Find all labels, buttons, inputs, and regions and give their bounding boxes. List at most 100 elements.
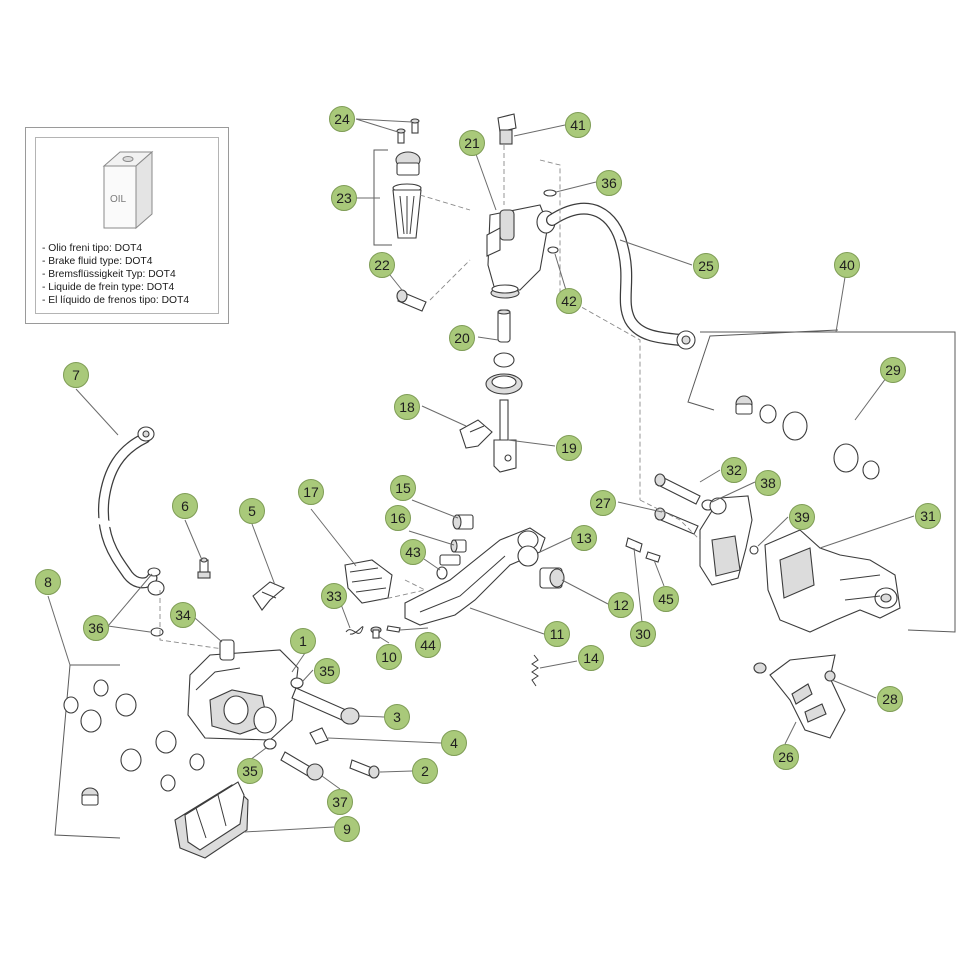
guide-pin-37 xyxy=(280,751,324,781)
oil-can-label: OIL xyxy=(110,194,127,205)
callout-number: 36 xyxy=(88,620,104,636)
callout-badge-26: 26 xyxy=(773,744,799,770)
pedal-tip-17 xyxy=(344,559,393,604)
front-brake-hose-7 xyxy=(93,426,165,596)
callout-number: 8 xyxy=(44,574,52,590)
leader-lines xyxy=(47,118,915,833)
callout-number: 23 xyxy=(336,190,352,206)
callout-badge-19: 19 xyxy=(556,435,582,461)
callout-badge-31: 31 xyxy=(915,503,941,529)
callout-badge-22: 22 xyxy=(369,252,395,278)
reservoir-screws xyxy=(396,118,420,144)
callout-badge-33: 33 xyxy=(321,583,347,609)
callout-number: 42 xyxy=(561,293,577,309)
assembly-line-pin xyxy=(429,259,471,301)
callout-number: 12 xyxy=(613,597,629,613)
callout-badge-11: 11 xyxy=(544,621,570,647)
callout-badge-17: 17 xyxy=(298,479,324,505)
callout-badge-24: 24 xyxy=(329,106,355,132)
callout-badge-12: 12 xyxy=(608,592,634,618)
callout-badge-1: 1 xyxy=(290,628,316,654)
pad-spring-5 xyxy=(252,581,286,611)
callout-badge-40: 40 xyxy=(834,252,860,278)
callout-badge-27: 27 xyxy=(590,490,616,516)
callout-badge-42: 42 xyxy=(556,288,582,314)
callout-badge-32: 32 xyxy=(721,457,747,483)
callout-number: 11 xyxy=(550,626,565,642)
master-cylinder-group xyxy=(373,113,696,500)
info-box-inner-frame: OIL - Olio freni tipo: DOT4 - Brake flui… xyxy=(35,137,219,314)
bolt-32 xyxy=(654,473,701,505)
clip-45 xyxy=(645,551,661,563)
callout-number: 31 xyxy=(920,508,936,524)
callout-badge-37: 37 xyxy=(327,789,353,815)
callout-number: 35 xyxy=(242,763,258,779)
push-rod-19 xyxy=(493,399,517,473)
spec-line-de: - Bremsflüssigkeit Typ: DOT4 xyxy=(42,269,176,280)
spec-line-en: - Brake fluid type: DOT4 xyxy=(42,256,153,267)
callout-number: 38 xyxy=(760,475,776,491)
callout-number: 22 xyxy=(374,257,390,273)
oil-can-icon: OIL xyxy=(102,150,154,230)
callout-badge-14: 14 xyxy=(578,645,604,671)
callout-number: 39 xyxy=(794,509,810,525)
callout-number: 21 xyxy=(464,135,480,151)
front-caliper-33 xyxy=(187,639,299,741)
piston-kit-8 xyxy=(63,679,205,806)
callout-badge-7: 7 xyxy=(63,362,89,388)
callout-number: 36 xyxy=(601,175,617,191)
pin-2 xyxy=(349,759,380,779)
callout-number: 27 xyxy=(595,495,611,511)
washer-36-lower xyxy=(150,627,164,637)
bleeder-41 xyxy=(497,113,517,145)
callout-badge-8: 8 xyxy=(35,569,61,595)
callout-number: 18 xyxy=(399,399,415,415)
callout-number: 28 xyxy=(882,691,898,707)
callout-number: 2 xyxy=(421,763,429,779)
callout-badge-15: 15 xyxy=(390,475,416,501)
piston-kit-20 xyxy=(485,309,523,395)
callout-badge-2: 2 xyxy=(412,758,438,784)
bleed-screw-6 xyxy=(197,557,211,579)
callout-badge-34: 34 xyxy=(170,602,196,628)
spec-line-it: - Olio freni tipo: DOT4 xyxy=(42,243,143,254)
callout-badge-43: 43 xyxy=(400,539,426,565)
callout-badge-16: 16 xyxy=(385,505,411,531)
brake-fluid-info-box: OIL - Olio freni tipo: DOT4 - Brake flui… xyxy=(25,127,229,324)
front-brake-pads-9 xyxy=(174,781,249,859)
callout-badge-25: 25 xyxy=(693,253,719,279)
spring-clip-4 xyxy=(309,727,329,745)
pin-44 xyxy=(386,625,401,633)
callout-number: 44 xyxy=(420,637,436,653)
screw-10 xyxy=(370,626,382,639)
callout-number: 29 xyxy=(885,362,901,378)
callout-number: 43 xyxy=(405,544,421,560)
return-spring-14 xyxy=(531,654,539,687)
spec-line-es: - El líquido de frenos tipo: DOT4 xyxy=(42,295,190,306)
callout-number: 3 xyxy=(393,709,401,725)
callout-badge-18: 18 xyxy=(394,394,420,420)
callout-badge-20: 20 xyxy=(449,325,475,351)
callout-number: 26 xyxy=(778,749,794,765)
callout-badge-28: 28 xyxy=(877,686,903,712)
assembly-line-front-hose xyxy=(159,590,231,651)
assembly-line-reservoir xyxy=(419,194,471,211)
callout-badge-36: 36 xyxy=(83,615,109,641)
callout-number: 35 xyxy=(319,663,335,679)
bush-16 xyxy=(450,539,467,553)
spring-clip-18 xyxy=(459,419,493,449)
callout-badge-45: 45 xyxy=(653,586,679,612)
callout-number: 10 xyxy=(381,649,397,665)
bush-12 xyxy=(539,567,565,589)
rear-caliper-body xyxy=(699,495,753,586)
callout-number: 16 xyxy=(390,510,406,526)
callout-number: 7 xyxy=(72,367,80,383)
callout-badge-29: 29 xyxy=(880,357,906,383)
callout-number: 13 xyxy=(576,530,592,546)
washer-42 xyxy=(547,246,559,254)
rear-piston-bracket xyxy=(687,329,839,411)
o-ring-35-upper xyxy=(290,677,304,689)
callout-badge-5: 5 xyxy=(239,498,265,524)
callout-number: 9 xyxy=(343,821,351,837)
